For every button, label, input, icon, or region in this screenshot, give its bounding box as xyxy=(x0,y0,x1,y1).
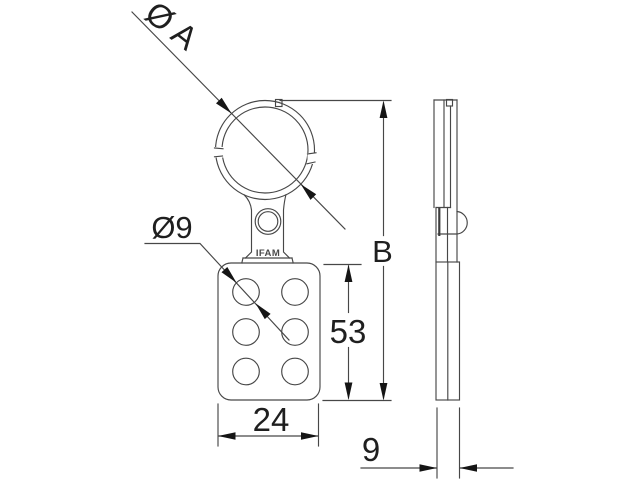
arrowhead xyxy=(216,97,232,114)
dim-body-height xyxy=(323,263,362,400)
ring-jaw-split-right xyxy=(306,152,317,165)
hole-6 xyxy=(281,357,309,386)
label-body-width: 24 xyxy=(253,401,290,438)
brand-mark: IFAM xyxy=(256,248,280,259)
side-jaw-slit xyxy=(445,98,454,107)
dim-ring-diameter xyxy=(131,11,346,230)
hole-1 xyxy=(232,278,260,306)
label-body-height: 53 xyxy=(330,313,367,350)
arrowhead xyxy=(379,100,388,118)
front-view: IFAM xyxy=(213,98,321,401)
arrowhead xyxy=(221,267,237,283)
padlock-holes xyxy=(232,278,309,386)
hole-2 xyxy=(281,278,309,306)
label-overall-height: B xyxy=(372,234,393,269)
dim-thickness xyxy=(360,407,514,479)
neck xyxy=(241,194,294,264)
label-hole-diameter: Ø9 xyxy=(151,210,192,245)
arrowhead xyxy=(301,432,319,440)
rivet-inner xyxy=(257,211,279,232)
dim-hole-diameter xyxy=(144,242,290,341)
arrowhead xyxy=(255,303,271,320)
ring-inner-circle xyxy=(221,106,309,194)
ring-latch-notch xyxy=(274,98,283,108)
arrowhead xyxy=(459,464,477,472)
arrowhead xyxy=(218,432,236,440)
label-ring-diameter: Ø A xyxy=(139,0,205,57)
dim-overall-height xyxy=(279,99,392,402)
arrowhead xyxy=(379,383,388,401)
arrowhead xyxy=(344,382,353,400)
label-thickness: 9 xyxy=(362,431,380,468)
ring-jaw-split-left xyxy=(213,147,224,158)
arrowhead xyxy=(419,464,437,472)
hole-5 xyxy=(232,357,260,386)
body-outline xyxy=(217,262,321,401)
arrowhead xyxy=(344,264,353,282)
side-rivet-bump xyxy=(456,210,468,235)
rivet-outer xyxy=(254,208,282,235)
hole-4 xyxy=(281,318,309,346)
ring-outer-circle xyxy=(214,99,316,201)
hole-3 xyxy=(232,318,260,346)
side-view xyxy=(433,98,468,401)
dim-body-width xyxy=(217,403,320,447)
arrowhead xyxy=(300,184,317,200)
